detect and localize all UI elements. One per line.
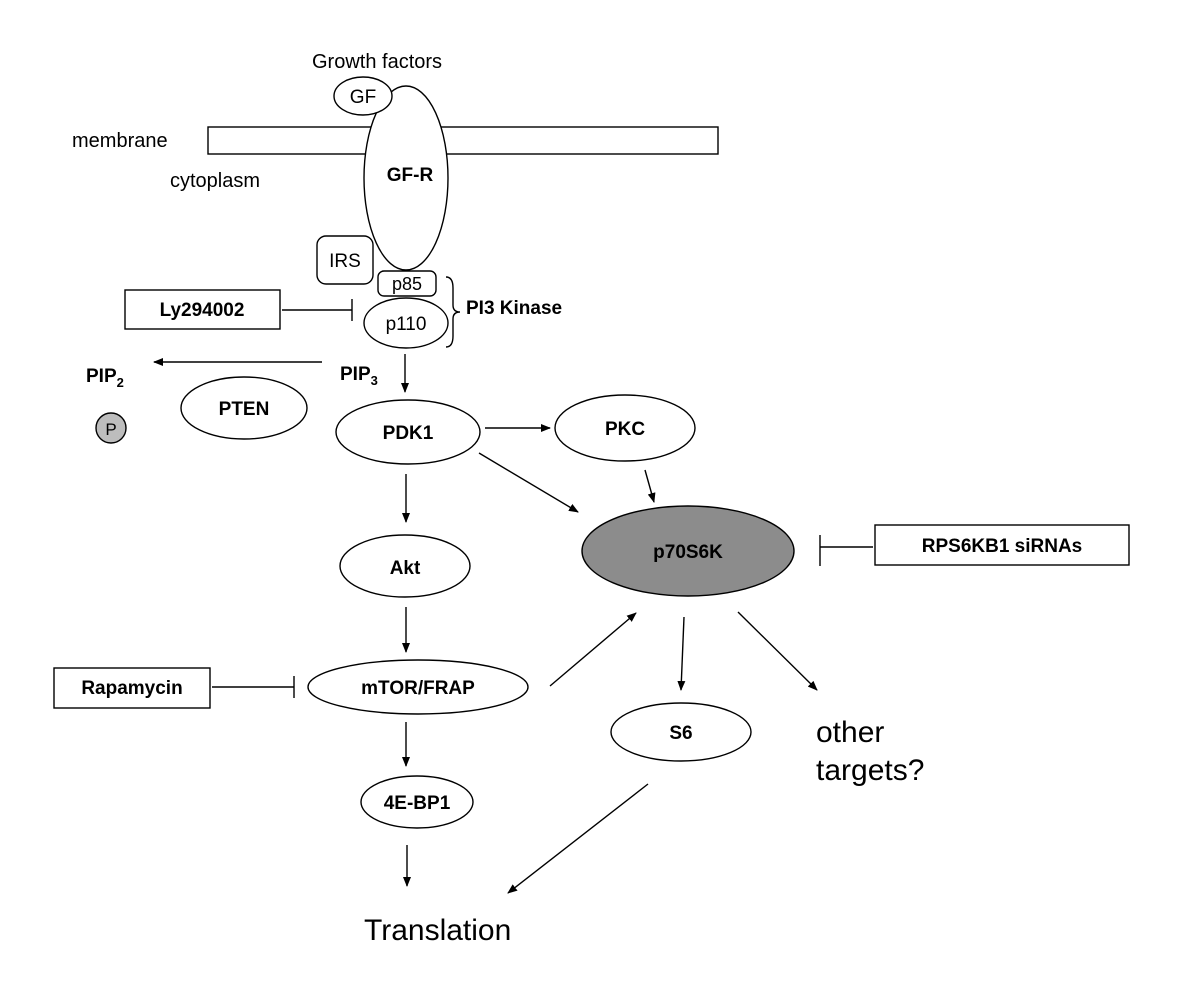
4e-bp1-node xyxy=(360,775,474,829)
rapamycin-label: Rapamycin xyxy=(81,678,182,699)
rapamycin-box xyxy=(53,667,211,709)
p70s6k-node xyxy=(581,505,795,597)
4e-bp1-label: 4E-BP1 xyxy=(384,793,451,814)
ly294002-box xyxy=(124,289,281,330)
s6-to-translation-arrow xyxy=(507,783,649,894)
p70s6k-to-other-targets-arrow xyxy=(737,611,818,691)
phosphate-label: P xyxy=(105,420,116,439)
ly294002-label: Ly294002 xyxy=(160,300,245,321)
p85-label: p85 xyxy=(392,274,422,294)
irs-label: IRS xyxy=(329,251,361,272)
p70s6k-to-s6-arrow xyxy=(677,616,686,691)
cytoplasm-label: cytoplasm xyxy=(170,170,260,192)
p70s6k-label: p70S6K xyxy=(653,542,723,563)
mtor-frap-label: mTOR/FRAP xyxy=(361,678,475,699)
pten-label: PTEN xyxy=(219,399,270,420)
membrane-bar xyxy=(207,126,719,155)
phosphate-icon xyxy=(95,412,127,444)
rps6kb1-sirnas-label: RPS6KB1 siRNAs xyxy=(922,536,1083,557)
other-targets-label-line1: other xyxy=(816,716,884,749)
akt-label: Akt xyxy=(390,558,421,579)
irs-node xyxy=(316,235,374,285)
pdk1-to-p70s6k-arrow xyxy=(478,452,579,513)
gf-r-receptor xyxy=(363,85,449,271)
mtor-to-p70s6k-arrow xyxy=(549,612,637,687)
gf-node xyxy=(333,76,393,116)
akt-node xyxy=(339,534,471,598)
s6-node xyxy=(610,702,752,762)
pten-node xyxy=(180,376,308,440)
s6-label: S6 xyxy=(669,723,692,744)
pi3-kinase-brace xyxy=(445,276,461,348)
translation-label: Translation xyxy=(364,914,511,947)
pdk1-node xyxy=(335,399,481,465)
pkc-node xyxy=(554,394,696,462)
pi3-kinase-label: PI3 Kinase xyxy=(466,298,562,319)
membrane-label: membrane xyxy=(72,130,168,152)
p85-node xyxy=(377,270,437,297)
gf-r-label: GF-R xyxy=(387,165,434,186)
pkc-label: PKC xyxy=(605,419,645,440)
pip2-label: PIP2 xyxy=(86,366,124,390)
pdk1-label: PDK1 xyxy=(383,423,434,444)
growth-factors-label: Growth factors xyxy=(312,51,442,73)
pkc-to-p70s6k-arrow xyxy=(644,469,656,503)
other-targets-label-line2: targets? xyxy=(816,754,924,787)
gf-label: GF xyxy=(350,87,376,108)
pip3-label: PIP3 xyxy=(340,364,378,388)
rps6kb1-sirnas-box xyxy=(874,524,1130,566)
p110-label: p110 xyxy=(386,314,427,335)
mtor-frap-node xyxy=(307,659,529,715)
p110-node xyxy=(363,297,449,349)
